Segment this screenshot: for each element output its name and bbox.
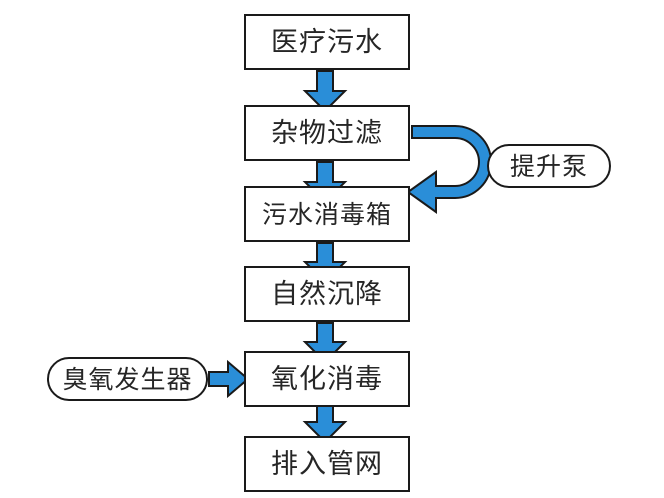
node-oxidation-disinfection[interactable]: 氧化消毒 [244, 351, 410, 407]
node-lift-pump[interactable]: 提升泵 [487, 144, 611, 188]
node-ozone-generator[interactable]: 臭氧发生器 [47, 357, 208, 401]
node-ozone-generator-label: 臭氧发生器 [62, 364, 193, 394]
arrow-lift-pump-loop [406, 125, 492, 214]
node-sewage-disinfection-tank-label: 污水消毒箱 [261, 199, 392, 229]
node-medical-wastewater[interactable]: 医疗污水 [244, 14, 410, 70]
node-debris-filter[interactable]: 杂物过滤 [244, 105, 410, 161]
node-natural-sedimentation[interactable]: 自然沉降 [244, 266, 410, 322]
node-lift-pump-label: 提升泵 [509, 151, 588, 181]
node-natural-sedimentation-label: 自然沉降 [271, 278, 383, 310]
node-discharge-to-pipe-network-label: 排入管网 [271, 448, 383, 480]
arrow-ozone-generator-to-oxidation-disinfection [208, 359, 250, 399]
node-debris-filter-label: 杂物过滤 [271, 117, 383, 149]
node-medical-wastewater-label: 医疗污水 [271, 26, 383, 58]
node-sewage-disinfection-tank[interactable]: 污水消毒箱 [244, 186, 410, 242]
node-discharge-to-pipe-network[interactable]: 排入管网 [244, 436, 410, 492]
node-oxidation-disinfection-label: 氧化消毒 [271, 363, 383, 395]
